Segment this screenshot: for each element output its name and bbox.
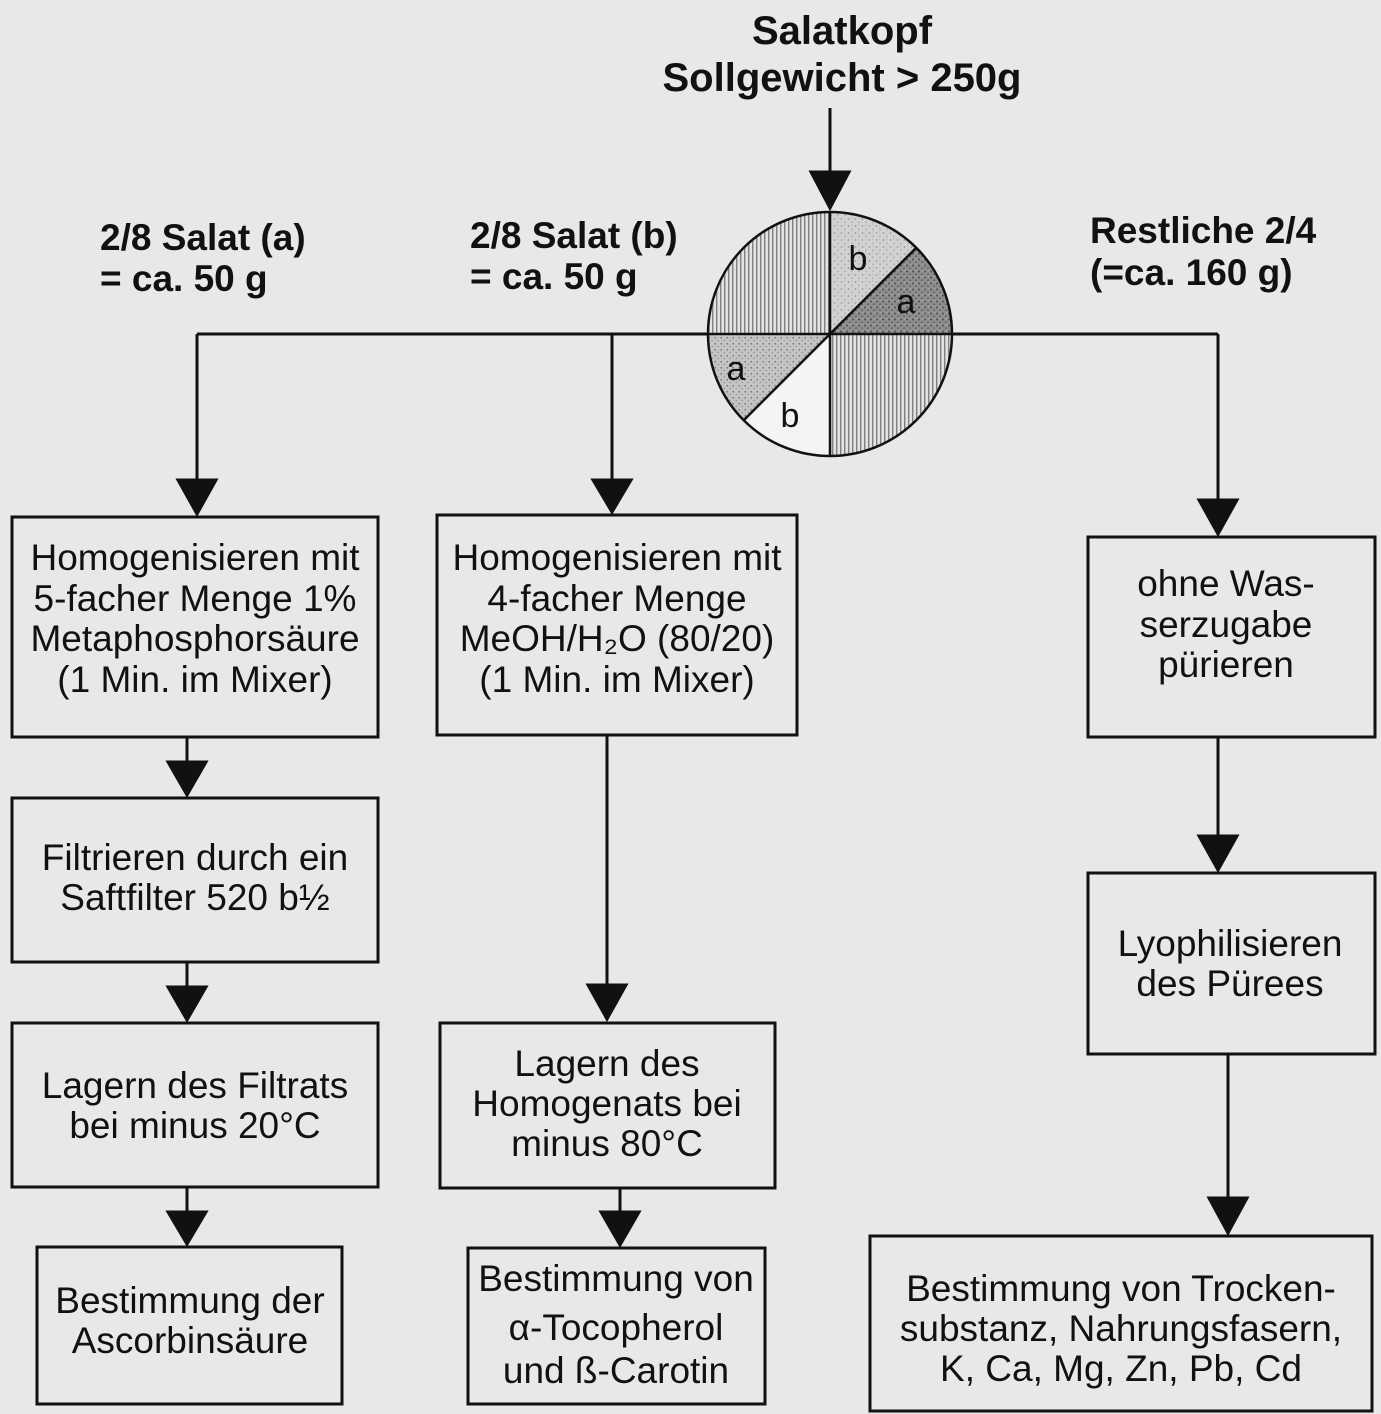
step-text: Homogenisieren mit bbox=[452, 537, 782, 578]
pie-label-a-left: a bbox=[727, 350, 746, 388]
arrow-branch-a bbox=[175, 334, 219, 518]
arrow-branch-b bbox=[590, 334, 634, 515]
arrow-c3-2 bbox=[1206, 1054, 1250, 1237]
arrow-c2-1 bbox=[585, 735, 629, 1023]
step-text: substanz, Nahrungsfasern, bbox=[900, 1308, 1342, 1349]
title-line-1: Salatkopf bbox=[752, 9, 933, 53]
pie-label-a-right: a bbox=[897, 283, 916, 321]
step-box-drymatter-minerals-assay bbox=[868, 1234, 1374, 1413]
pie-wedge-b-top bbox=[830, 211, 917, 334]
step-text: Bestimmung von Trocken- bbox=[906, 1268, 1336, 1309]
pie-wedge-rest-bottom-right bbox=[830, 334, 952, 456]
step-box-homogenize-metaphosphoric bbox=[10, 515, 380, 739]
step-text: 4-facher Menge bbox=[487, 578, 746, 619]
step-text: und ß-Carotin bbox=[503, 1350, 729, 1391]
step-box-puree bbox=[1086, 535, 1377, 739]
pie-wedge-a-left bbox=[707, 334, 830, 421]
step-text: Metaphosphorsäure bbox=[30, 618, 359, 659]
portion-rest-weight: (=ca. 160 g) bbox=[1090, 252, 1293, 293]
step-text: Bestimmung von bbox=[478, 1258, 754, 1299]
pie-dividers bbox=[708, 212, 952, 456]
step-text: Filtrieren durch ein bbox=[42, 837, 348, 878]
step-box-lyophilize bbox=[1086, 871, 1377, 1056]
arrow-branch-rest bbox=[1196, 334, 1240, 538]
step-box-homogenize-methanol bbox=[435, 513, 799, 737]
arrow-c1-2 bbox=[165, 962, 209, 1024]
portion-b-label: 2/8 Salat (b) bbox=[470, 215, 678, 256]
step-text: bei minus 20°C bbox=[69, 1105, 320, 1146]
arrow-c2-2 bbox=[598, 1188, 642, 1249]
step-text: minus 80°C bbox=[511, 1123, 703, 1164]
portion-b-weight: = ca. 50 g bbox=[470, 256, 638, 297]
arrow-c1-1 bbox=[165, 737, 209, 799]
pie-outline bbox=[706, 210, 954, 458]
step-box-store-filtrate bbox=[10, 1021, 380, 1189]
step-text: 5-facher Menge 1% bbox=[34, 578, 357, 619]
step-text: (1 Min. im Mixer) bbox=[57, 659, 332, 700]
lettuce-pie: b a a b bbox=[706, 210, 954, 458]
step-box-ascorbic-assay bbox=[35, 1245, 344, 1406]
pie-wedge-a-right bbox=[830, 247, 952, 334]
arrow-into-pie bbox=[808, 108, 852, 212]
title-line-2: Sollgewicht > 250g bbox=[662, 56, 1021, 100]
step-text: Lyophilisieren bbox=[1118, 923, 1343, 964]
portion-a-weight: = ca. 50 g bbox=[100, 258, 268, 299]
step-text: K, Ca, Mg, Zn, Pb, Cd bbox=[940, 1348, 1302, 1389]
step-text: Ascorbinsäure bbox=[72, 1320, 309, 1361]
arrow-c3-1 bbox=[1196, 737, 1240, 874]
step-text: Lagern des Filtrats bbox=[42, 1065, 348, 1106]
step-box-store-homogenate bbox=[438, 1021, 777, 1190]
step-text: Homogenisieren mit bbox=[30, 537, 360, 578]
step-text: Lagern des bbox=[514, 1043, 699, 1084]
step-text: des Pürees bbox=[1136, 963, 1323, 1004]
step-text: α-Tocopherol bbox=[509, 1307, 724, 1348]
step-text: (1 Min. im Mixer) bbox=[479, 659, 754, 700]
step-text: ohne Was- bbox=[1137, 563, 1315, 604]
pie-wedge-rest-top-left bbox=[708, 212, 830, 334]
step-text: pürieren bbox=[1158, 644, 1294, 685]
pie-label-b-bottom: b bbox=[781, 397, 800, 435]
step-text: serzugabe bbox=[1140, 604, 1313, 645]
step-text: MeOH/H₂O (80/20) bbox=[460, 618, 775, 659]
step-text: Homogenats bei bbox=[472, 1083, 741, 1124]
step-text: Bestimmung der bbox=[55, 1280, 324, 1321]
step-box-filter bbox=[10, 796, 380, 964]
arrow-c1-3 bbox=[165, 1187, 209, 1247]
pie-label-b-top: b bbox=[849, 240, 868, 278]
step-box-tocopherol-carotin-assay bbox=[466, 1246, 767, 1406]
portion-a-label: 2/8 Salat (a) bbox=[100, 217, 306, 258]
pie-wedge-b-bottom bbox=[743, 334, 830, 456]
step-text: Saftfilter 520 b½ bbox=[60, 877, 329, 918]
portion-rest-label: Restliche 2/4 bbox=[1090, 210, 1317, 251]
